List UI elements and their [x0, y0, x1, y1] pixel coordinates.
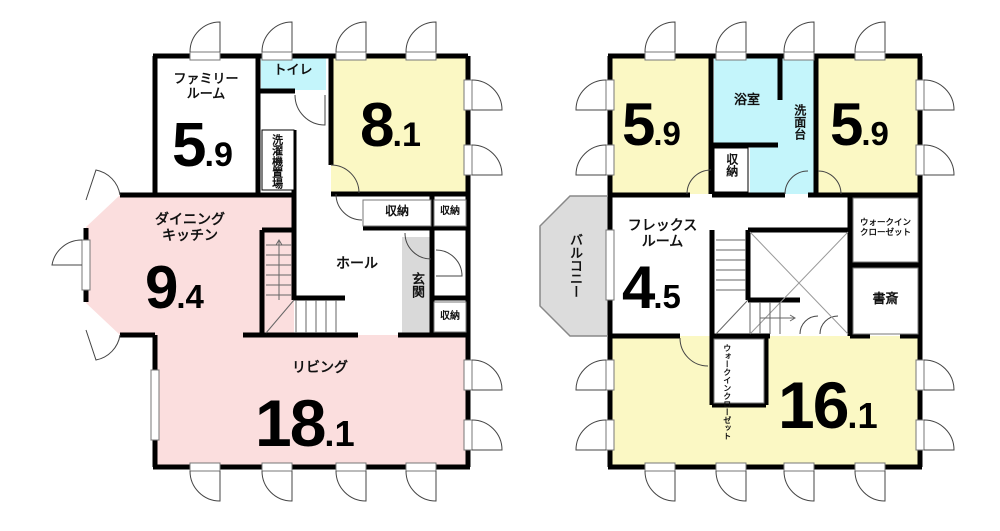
entrance-label: 玄関 [408, 272, 424, 298]
room-west-area: 5.9 [622, 91, 681, 158]
toilet-label: トイレ [273, 63, 313, 78]
storage-label: 収納 [724, 153, 739, 177]
storage-c-label: 収納 [440, 311, 460, 322]
storage-a-label: 収納 [384, 204, 409, 218]
balcony-label: バルコニー [566, 233, 582, 298]
family-room-area: 5.9 [172, 111, 233, 180]
balcony [540, 196, 608, 336]
dining-kitchen-area: 9.4 [145, 254, 204, 321]
family-room-label: ファミリー ルーム [173, 72, 239, 102]
master-area: 16.1 [778, 368, 878, 442]
flex-room-label: フレックス ルーム [627, 218, 698, 251]
laundry-label: 洗濯機置場 [270, 134, 284, 189]
dining-kitchen-label: ダイニング キッチン [155, 212, 225, 245]
flex-room-area: 4.5 [622, 254, 681, 321]
entrance [402, 237, 432, 333]
bath [714, 57, 780, 145]
dining-kitchen [86, 195, 294, 335]
family-room [155, 57, 258, 194]
living [155, 335, 467, 465]
room-8-area: 8.1 [360, 91, 421, 160]
walk-in-closet-east-label: ウォークイン クローゼット [859, 218, 911, 238]
living-label: リビング [292, 360, 348, 376]
room-west [610, 57, 711, 194]
room-east-area: 5.9 [830, 91, 889, 158]
walk-in-closet-south-label: ウォークインクローゼット [722, 344, 732, 440]
toilet [261, 57, 326, 90]
room-east [818, 57, 920, 194]
living-area: 18.1 [255, 386, 355, 460]
bath-label: 浴室 [733, 93, 760, 108]
room-8 [331, 57, 467, 194]
hall-label: ホール [336, 256, 378, 272]
storage-b-label: 収納 [440, 206, 460, 217]
washbasin-label: 洗面台 [792, 104, 807, 140]
study-label: 書斎 [872, 292, 899, 307]
